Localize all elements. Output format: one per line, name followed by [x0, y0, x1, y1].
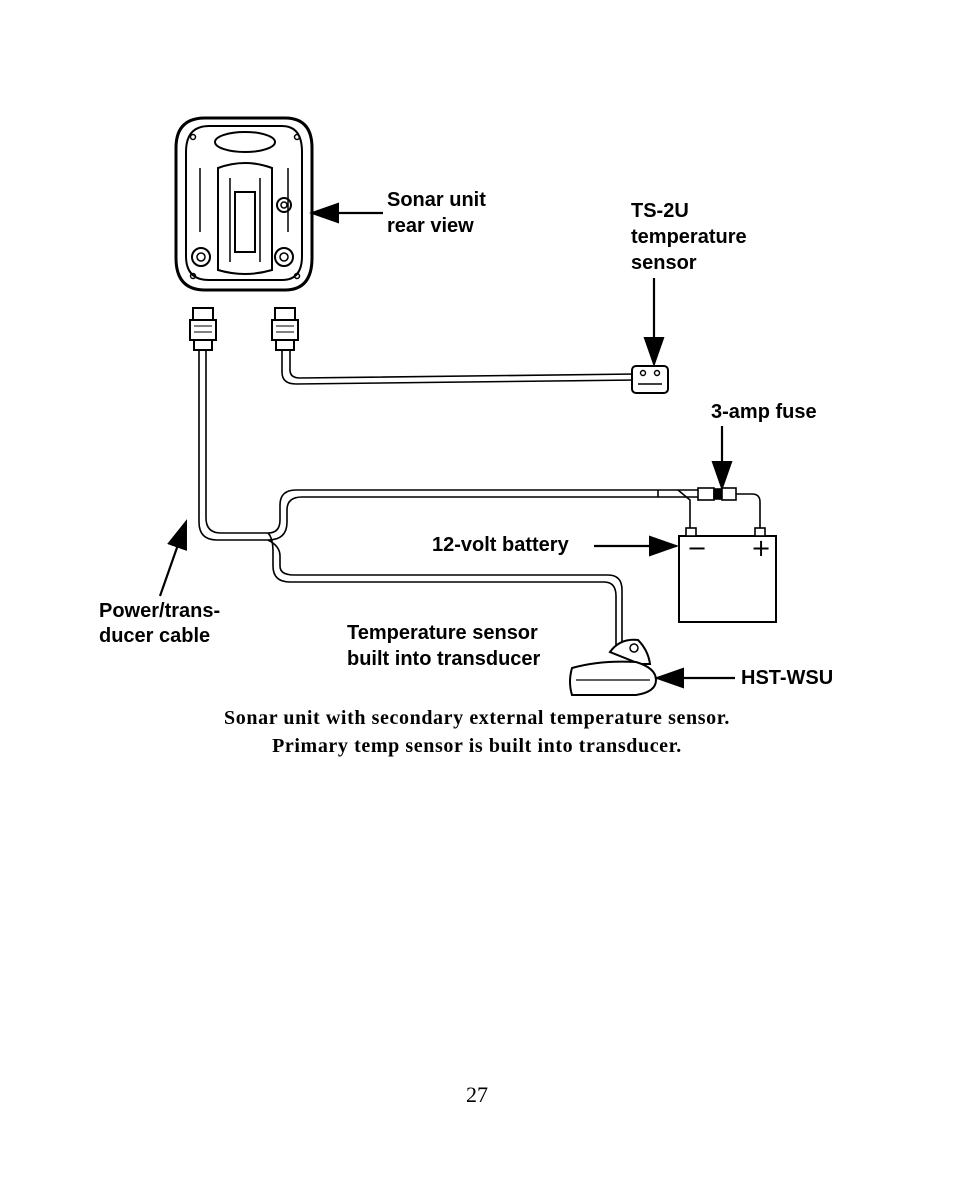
figure-caption-line-2: Primary temp sensor is built into transd…	[272, 735, 682, 757]
ts2u-sensor	[631, 365, 669, 394]
hst-wsu-label: HST-WSU	[741, 667, 833, 689]
fuse-label: 3-amp fuse	[711, 401, 817, 423]
sonar-unit-rear-view	[174, 116, 314, 292]
temp-transducer-label: Temperature sensor built into transducer	[347, 622, 543, 670]
sonar-unit-label: Sonar unit rear view	[387, 189, 491, 237]
page-number: 27	[466, 1082, 488, 1107]
temp-sensor-plug	[271, 307, 299, 351]
battery-plus-sign: +	[751, 534, 771, 562]
figure-caption-line-1: Sonar unit with secondary external tempe…	[224, 707, 730, 729]
battery-label: 12-volt battery	[432, 534, 570, 556]
three-amp-fuse	[677, 487, 761, 528]
hst-wsu-transducer	[569, 638, 658, 696]
pointer-arrows	[158, 202, 735, 689]
power-cable-label: Power/trans- ducer cable	[99, 600, 226, 647]
power-cable-plug	[189, 307, 217, 351]
cables	[198, 350, 698, 652]
power-cable-arrow	[158, 519, 188, 597]
battery	[678, 527, 777, 623]
battery-minus-sign: −	[687, 534, 707, 562]
ts2u-label: TS-2U temperature sensor	[631, 200, 752, 274]
